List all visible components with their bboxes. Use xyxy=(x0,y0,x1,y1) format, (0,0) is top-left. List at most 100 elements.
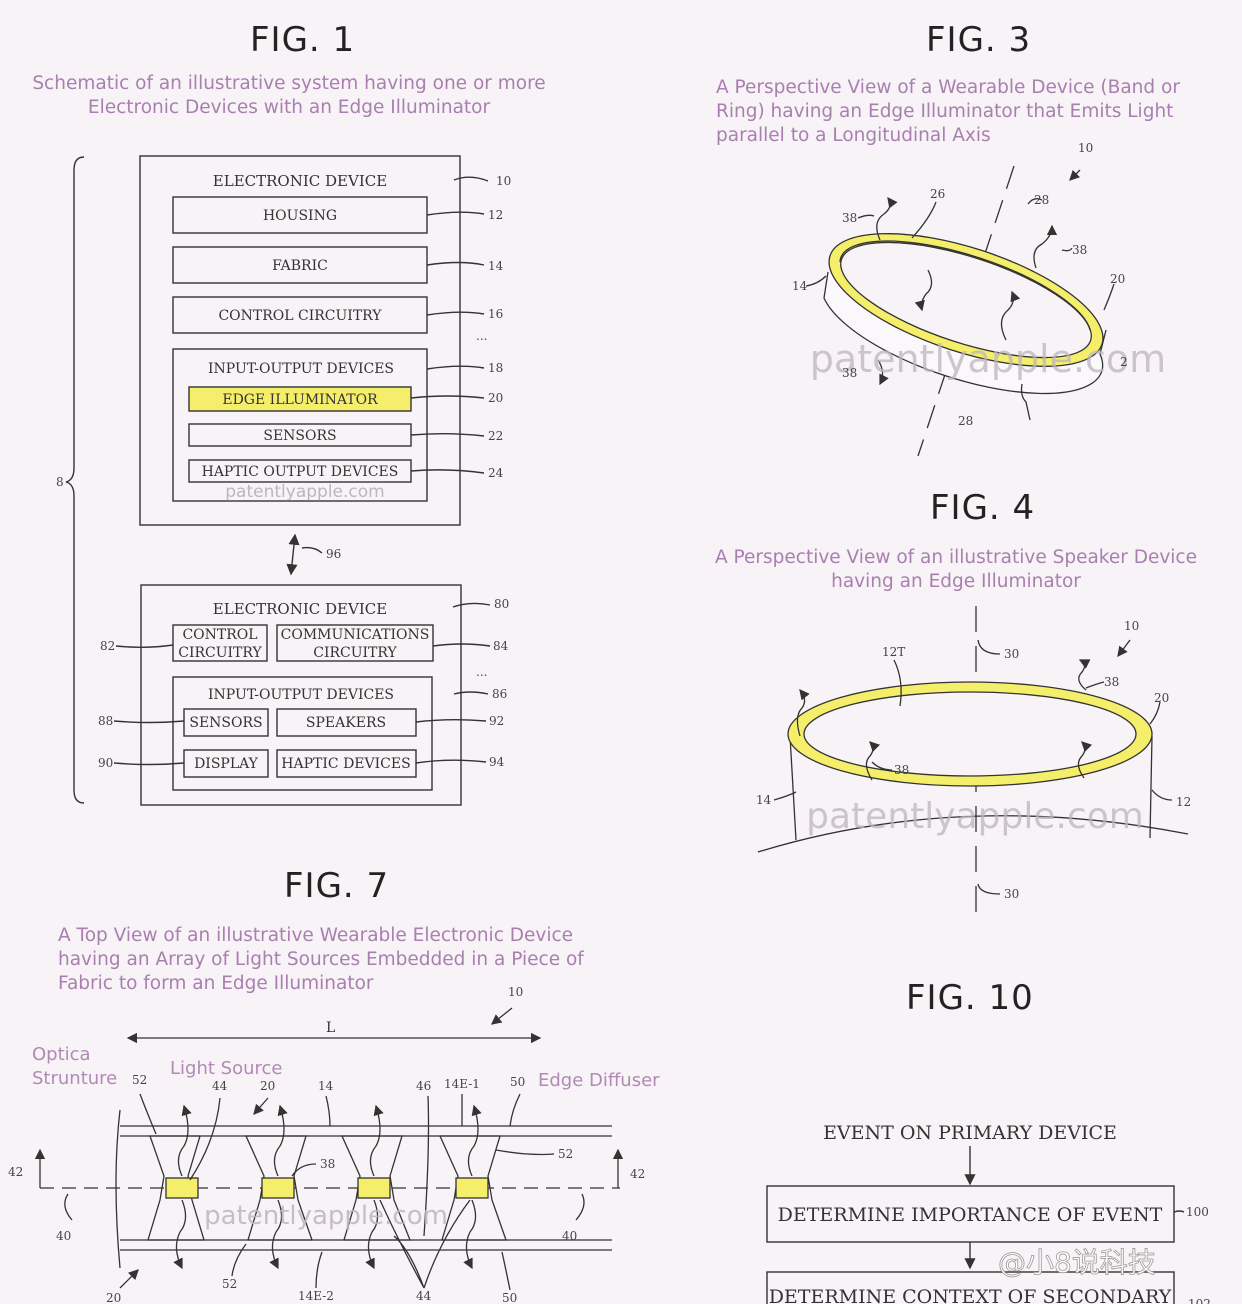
speakers-label: SPEAKERS xyxy=(306,715,386,731)
haptic-output-label: HAPTIC OUTPUT DEVICES xyxy=(202,464,399,480)
fig4-ref-20: 20 xyxy=(1154,691,1169,705)
io-b-label: INPUT-OUTPUT DEVICES xyxy=(208,687,394,703)
display-label: DISPLAY xyxy=(194,756,259,772)
fig7-caption-line: Fabric to form an Edge Illuminator xyxy=(58,973,374,994)
fig4-diagram xyxy=(757,606,1189,926)
control-b-line1: CONTROL xyxy=(182,627,257,643)
edge-illuminator-box xyxy=(188,386,412,412)
fig7-ref-50-bottom: 50 xyxy=(502,1291,517,1304)
ref-92: 92 xyxy=(489,714,504,728)
fig7-ref-50-top: 50 xyxy=(510,1075,525,1089)
fig3-ref-38-right: 38 xyxy=(1072,243,1087,257)
fig7-ref-14e2: 14E-2 xyxy=(298,1289,334,1303)
control-circuitry-label: CONTROL CIRCUITRY xyxy=(218,308,382,324)
edge-illuminator-label: EDGE ILLUMINATOR xyxy=(222,392,378,408)
fig7-ref-42-right: 42 xyxy=(630,1167,645,1181)
fig3-text: patentlyapple.com 10 28 26 38 38 14 20 2… xyxy=(792,141,1166,428)
fig10-ref-102: 102 xyxy=(1188,1297,1211,1304)
fig3-diagram xyxy=(805,165,1115,457)
fig7-caption-line: A Top View of an illustrative Wearable E… xyxy=(58,925,574,946)
fig1-device-b-box xyxy=(140,584,462,806)
haptic-devices-label: HAPTIC DEVICES xyxy=(281,756,410,772)
light-source xyxy=(165,1177,199,1199)
fig1-caption-line: Schematic of an illustrative system havi… xyxy=(32,73,546,94)
fig7-ref-10: 10 xyxy=(508,985,523,999)
io-devices-box xyxy=(172,348,428,502)
light-source xyxy=(261,1177,295,1199)
ref-10: 10 xyxy=(496,174,511,188)
fig7-text: patentlyapple.com 10 L Optica Strunture … xyxy=(8,985,660,1304)
light-source xyxy=(455,1177,489,1199)
source-watermark: @小8说科技 xyxy=(998,1246,1156,1279)
fig1-diagram xyxy=(65,155,491,806)
fig7-ref-52-left: 52 xyxy=(132,1073,147,1087)
ref-88: 88 xyxy=(98,714,113,728)
ref-96: 96 xyxy=(326,547,341,561)
fig7-ref-38: 38 xyxy=(320,1157,335,1171)
context-box xyxy=(766,1271,1175,1304)
fig7-ref-52-right: 52 xyxy=(558,1147,573,1161)
ref-86: 86 xyxy=(492,687,507,701)
fig7-ref-40-left: 40 xyxy=(56,1229,71,1243)
fig7-watermark: patentlyapple.com xyxy=(204,1201,448,1231)
ref-82: 82 xyxy=(100,639,115,653)
fig7-ref-42-left: 42 xyxy=(8,1165,23,1179)
fig3-caption-line: Ring) having an Edge Illuminator that Em… xyxy=(716,101,1174,122)
fig10-diagram xyxy=(766,1146,1185,1304)
fig1-text: ELECTRONIC DEVICE HOUSING FABRIC CONTROL… xyxy=(56,172,511,772)
fig4-ref-12: 12 xyxy=(1176,795,1191,809)
comm-line1: COMMUNICATIONS xyxy=(281,627,430,643)
fig7-caption-line: having an Array of Light Sources Embedde… xyxy=(58,949,584,970)
housing-label: HOUSING xyxy=(263,208,337,224)
fig10-ref-100: 100 xyxy=(1186,1205,1209,1219)
fig3-ref-28-bottom: 28 xyxy=(958,414,973,428)
fig7-ref-20-bottom: 20 xyxy=(106,1291,121,1304)
fig4-caption: A Perspective View of an illustrative Sp… xyxy=(706,546,1206,594)
ellipsis-a: ... xyxy=(476,329,487,343)
fig3-ref-38-bottom: 38 xyxy=(842,366,857,380)
ellipsis-b: ... xyxy=(476,665,487,679)
fig3-caption-line: A Perspective View of a Wearable Device … xyxy=(716,77,1180,98)
fig1-title: FIG. 1 xyxy=(250,20,356,60)
fig3-ref-28-top: 28 xyxy=(1034,193,1049,207)
fig3-ref-38-left: 38 xyxy=(842,211,857,225)
sensors-label: SENSORS xyxy=(263,428,336,444)
fig3-title: FIG. 3 xyxy=(926,20,1032,60)
fig1-caption-line: Electronic Devices with an Edge Illumina… xyxy=(87,97,491,118)
ref-16: 16 xyxy=(488,307,503,321)
fig4-text: patentlyapple.com 10 12T 30 38 20 38 14 … xyxy=(756,619,1191,901)
fig4-caption-line: A Perspective View of an illustrative Sp… xyxy=(715,547,1197,568)
ref-24: 24 xyxy=(488,466,504,480)
device-b-title: ELECTRONIC DEVICE xyxy=(213,600,387,618)
speakers-box xyxy=(276,708,417,737)
light-source-label: Light Source xyxy=(170,1058,282,1079)
optical-structure xyxy=(147,1135,205,1241)
fig10-text: EVENT ON PRIMARY DEVICE DETERMINE IMPORT… xyxy=(769,1122,1211,1304)
fig7-caption: A Top View of an illustrative Wearable E… xyxy=(58,924,584,996)
fig7-ref-20-top: 20 xyxy=(260,1079,275,1093)
fig7-ref-46: 46 xyxy=(416,1079,431,1093)
fig7-ref-40-right: 40 xyxy=(562,1229,577,1243)
ref-80: 80 xyxy=(494,597,509,611)
context-label: DETERMINE CONTEXT OF SECONDARY xyxy=(769,1286,1172,1304)
io-devices-b-box xyxy=(172,676,433,791)
fig4-watermark: patentlyapple.com xyxy=(806,796,1144,837)
ref-12: 12 xyxy=(488,208,503,222)
fig7-title: FIG. 7 xyxy=(284,866,390,906)
fig10-title: FIG. 10 xyxy=(906,978,1034,1018)
fig4-caption-line: having an Edge Illuminator xyxy=(831,571,1081,592)
importance-label: DETERMINE IMPORTANCE OF EVENT xyxy=(778,1204,1163,1226)
ref-18: 18 xyxy=(488,361,503,375)
fig3-watermark: patentlyapple.com xyxy=(810,337,1166,381)
fig4-ref-30-top: 30 xyxy=(1004,647,1019,661)
fig7-ref-14e1: 14E-1 xyxy=(444,1077,480,1091)
fig3-caption: A Perspective View of a Wearable Device … xyxy=(716,76,1180,148)
ref-14: 14 xyxy=(488,259,504,273)
optical-structure-label-2: Strunture xyxy=(32,1068,117,1089)
fig3-ref-2: 2 xyxy=(1120,355,1128,369)
fig4-ref-12t: 12T xyxy=(882,645,905,659)
ref-8: 8 xyxy=(56,475,64,489)
fig7-ref-44-bottom: 44 xyxy=(416,1289,432,1303)
fig3-ref-26: 26 xyxy=(930,187,945,201)
